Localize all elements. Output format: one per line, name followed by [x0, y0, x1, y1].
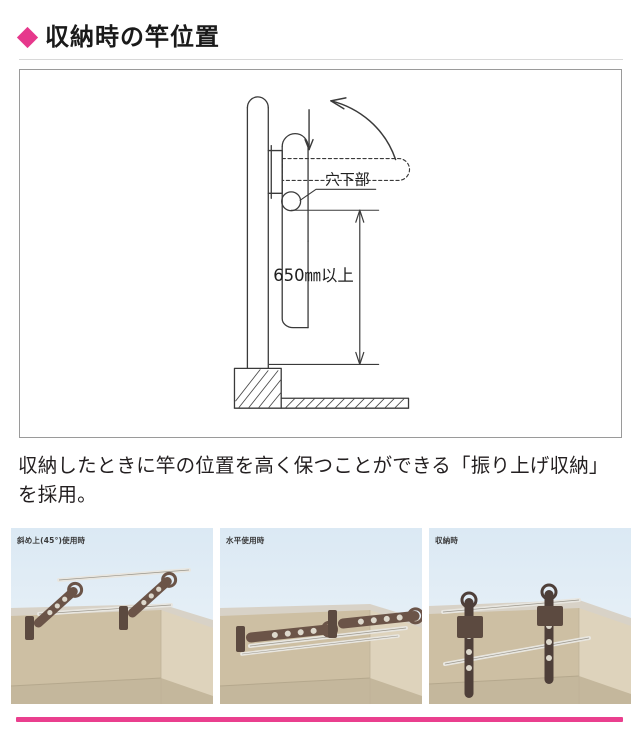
description-text: 収納したときに竿の位置を高く保つことができる「振り上げ収納」を採用。: [18, 454, 609, 506]
footer-accent-rule: [16, 717, 623, 722]
usage-panels: 斜め上(45°)使用時: [11, 528, 631, 704]
panel-angled-use: 斜め上(45°)使用時: [11, 528, 213, 704]
panel-caption-angled: 斜め上(45°)使用時: [17, 536, 86, 545]
panel-stored-illustration: [429, 528, 631, 704]
panel-horizontal-illustration: [220, 528, 422, 704]
panel-caption-horizontal: 水平使用時: [226, 536, 265, 545]
panel-angled-illustration: [11, 528, 213, 704]
pole-storage-position-diagram: 穴下部 650㎜以上: [19, 69, 622, 438]
diamond-bullet-icon: [16, 26, 39, 48]
panel-horizontal-use: 水平使用時: [220, 528, 422, 704]
panel-stored: 収納時: [429, 528, 631, 704]
page-title: 収納時の竿位置: [45, 23, 220, 51]
hole-lower-label: 穴下部: [325, 170, 370, 188]
diagram-illustration: 穴下部 650㎜以上: [233, 96, 411, 409]
panel-caption-stored: 収納時: [435, 536, 459, 545]
page-header: 収納時の竿位置: [16, 18, 623, 56]
dimension-label: 650㎜以上: [273, 266, 354, 285]
title-divider: [19, 59, 623, 60]
